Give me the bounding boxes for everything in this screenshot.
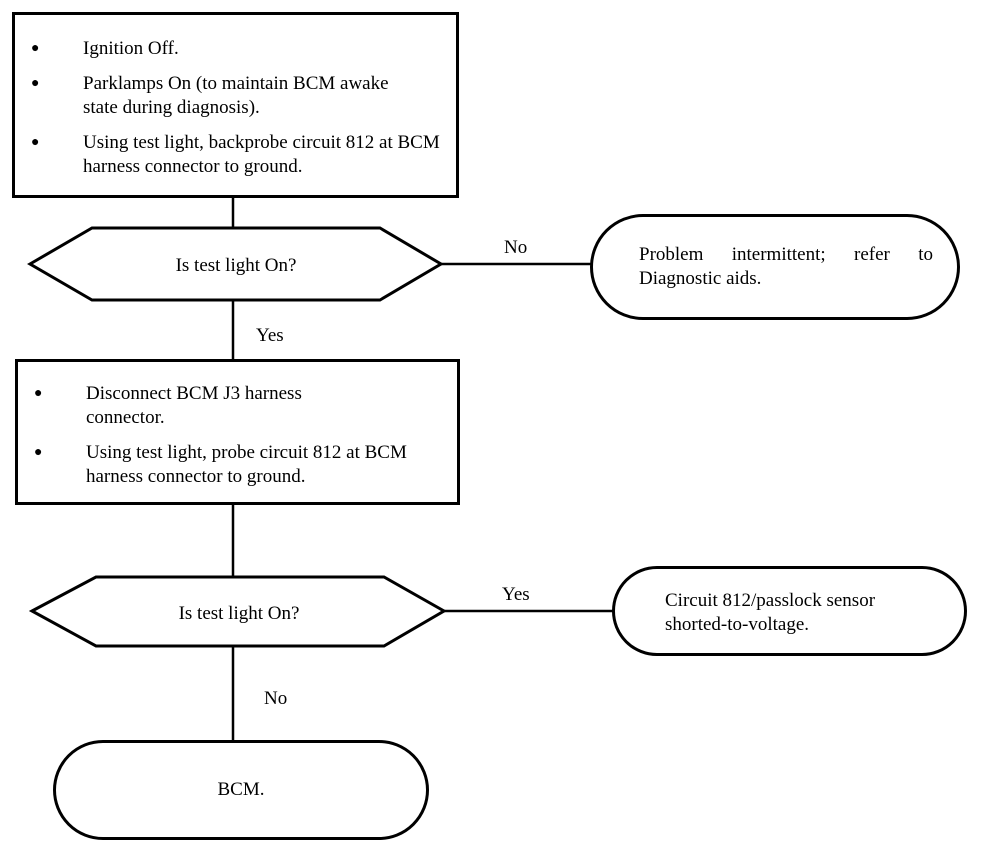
decision1-no-label: No — [504, 237, 528, 258]
result2-terminal: Circuit 812/passlock sensor shorted-to-v… — [612, 566, 967, 656]
decision1-question: Is test light On? — [176, 255, 297, 276]
decision1-diamond — [27, 226, 444, 302]
step1-item: Ignition Off. — [15, 37, 456, 61]
decision2-no-label: No — [264, 688, 288, 709]
step1-box: Ignition Off. Parklamps On (to maintain … — [12, 12, 459, 198]
result3-terminal: BCM. — [53, 740, 429, 840]
decision1-yes-label: Yes — [256, 325, 284, 346]
decision2-yes-label: Yes — [502, 584, 530, 605]
step1-item: Using test light, backprobe circuit 812 … — [15, 131, 456, 179]
step1-item: Parklamps On (to maintain BCM awake stat… — [15, 72, 456, 120]
result1-terminal: Problem intermittent; refer to Diagnosti… — [590, 214, 960, 320]
decision2-question: Is test light On? — [179, 603, 300, 624]
decision2-diamond — [28, 575, 448, 648]
step2-item: Disconnect BCM J3 harness connector. — [18, 382, 457, 430]
step2-box: Disconnect BCM J3 harness connector. Usi… — [15, 359, 460, 505]
step2-item: Using test light, probe circuit 812 at B… — [18, 441, 457, 489]
